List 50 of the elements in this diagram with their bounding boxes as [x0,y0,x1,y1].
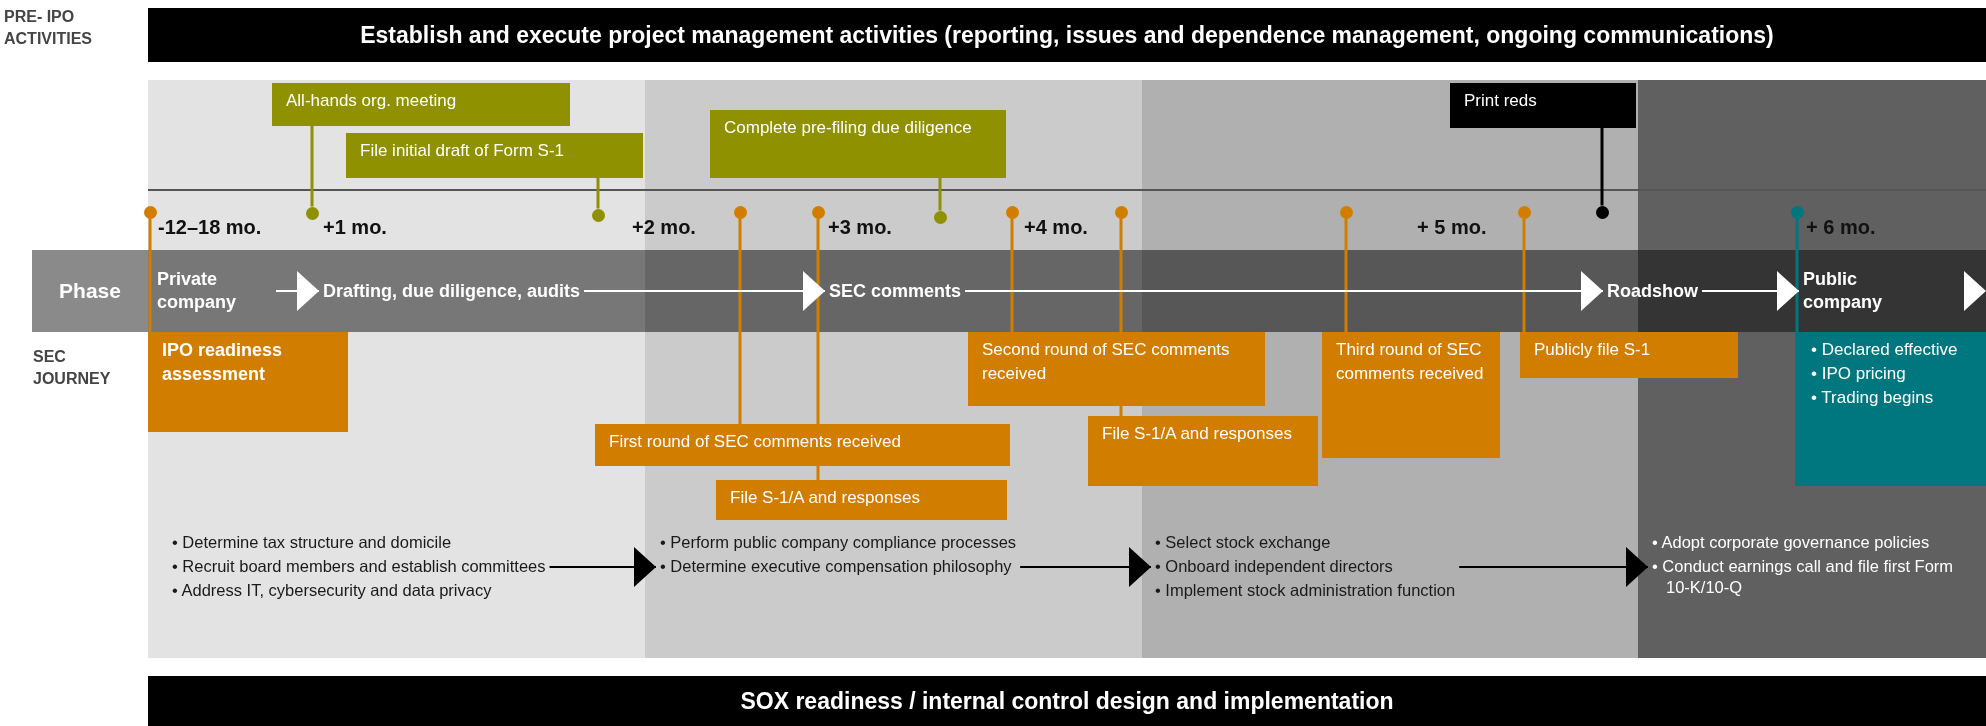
chevron-arrow [583,271,826,311]
leader-line [1795,218,1799,332]
leader-line [938,178,942,211]
month-label: +3 mo. [828,215,892,240]
milestone-box: Third round of SEC comments received [1322,332,1500,458]
milestone-box: Print reds [1450,83,1636,128]
bullet-list: • Perform public company compliance processes • Determine executive compensation philosophy [660,532,1017,580]
chevron-arrow [1701,271,1800,311]
chevron-arrow [275,271,320,311]
phase-label: SEC comments [829,279,962,303]
month-label: -12–18 mo. [158,215,262,240]
phase-label: Private company [157,268,272,314]
bullet-list: • Determine tax structure and domicile • Recruit board members and establish committees • Address IT, cybersecurity and data privacy [172,532,546,604]
chevron-arrow [1019,547,1152,587]
leader-line [1010,218,1014,332]
milestone-box: All-hands org. meeting [272,83,570,126]
milestone-box: First round of SEC comments received [595,424,1010,466]
milestone-box: File S-1/A and responses [1088,416,1318,486]
leader-line [596,178,600,209]
chevron-arrow [964,271,1604,311]
milestone-box: File S-1/A and responses [716,480,1007,520]
leader-line [148,218,152,332]
leader-line [738,218,742,424]
chevron-arrow [1458,547,1649,587]
row-label: SEC JOURNEY [33,347,112,389]
bullet-list: • Adopt corporate governance policies • Conduct earnings call and file first Form 10-K/10-Q [1652,532,1972,601]
month-label: +1 mo. [323,215,387,240]
phase-header: Phase [32,250,148,332]
milestone-box: Second round of SEC comments received [968,332,1265,406]
leader-line [1600,128,1604,206]
phase-label: Drafting, due diligence, audits [323,279,581,303]
row-label: PRE- IPO ACTIVITIES [4,7,93,49]
milestone-box: IPO readiness assessment [148,332,348,432]
milestone-box: File initial draft of Form S-1 [346,133,643,178]
leader-line [1522,218,1526,332]
milestone-box: Complete pre-filing due diligence [710,110,1006,178]
activity-bar: SOX readiness / internal control design and implementation [148,676,1986,726]
month-label: + 6 mo. [1806,215,1876,240]
milestone-box: • Declared effective • IPO pricing • Trading begins [1795,332,1986,486]
phase-label: Roadshow [1607,279,1698,303]
leader-line [1344,218,1348,332]
month-label: +4 mo. [1024,215,1088,240]
month-label: +2 mo. [632,215,696,240]
milestone-box: Publicly file S-1 [1520,332,1738,378]
month-label: + 5 mo. [1417,215,1487,240]
leader-line [310,126,314,207]
bullet-list: • Select stock exchange • Onboard independent directors • Implement stock administration function [1155,532,1456,604]
activity-bar: Establish and execute project management activities (reporting, issues and dependence management, ongoing communications) [148,8,1986,62]
chevron-arrow [548,547,657,587]
phase-label: Public company [1803,268,1918,314]
